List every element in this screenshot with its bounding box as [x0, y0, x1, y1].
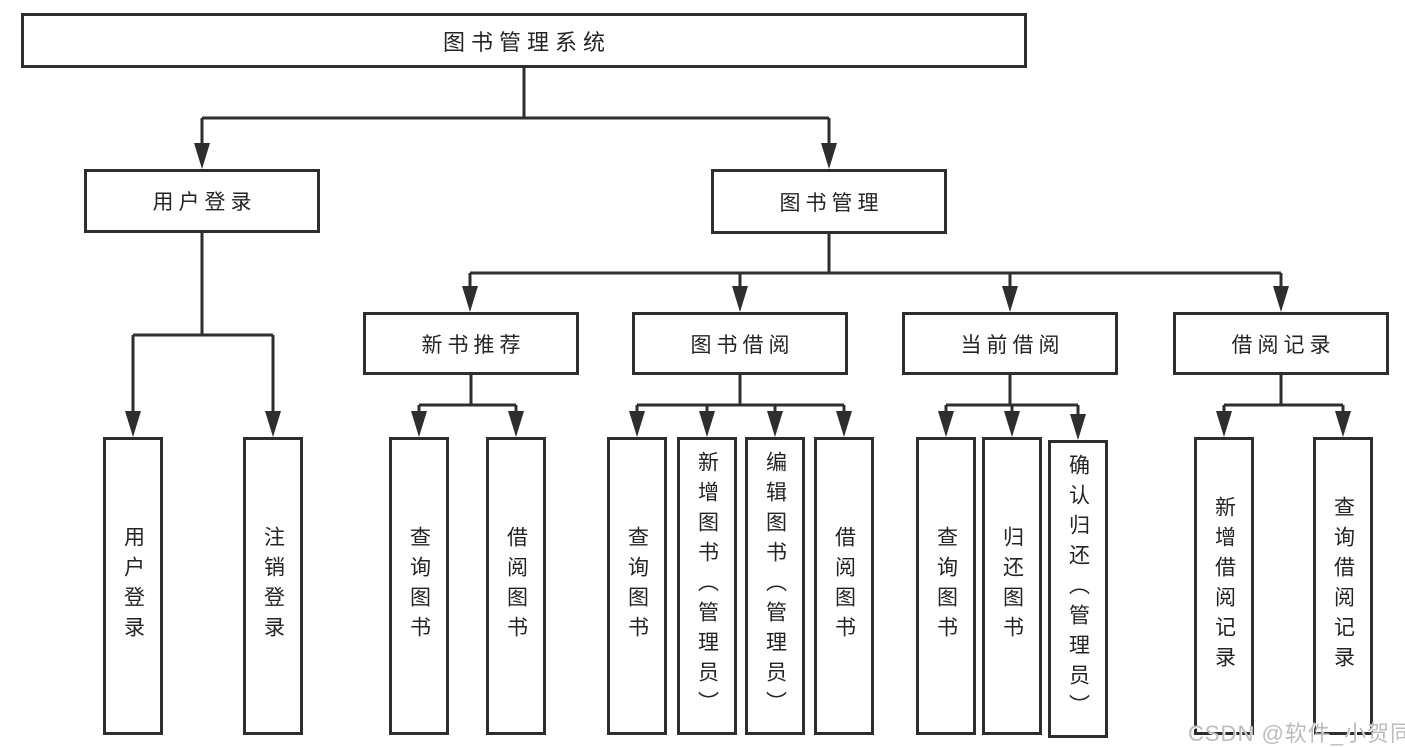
leaf-confirm-return-admin-label: 确认归还（管理员）	[1066, 454, 1090, 724]
leaf-query-books-newbooks: 查询图书	[389, 437, 449, 735]
node-user-login: 用户登录	[84, 169, 320, 233]
leaf-edit-book-admin: 编辑图书（管理员）	[745, 437, 805, 735]
leaf-borrow-books-borrow-label: 借阅图书	[832, 526, 856, 646]
leaf-borrow-books-borrow: 借阅图书	[814, 437, 874, 735]
node-borrow-records: 借阅记录	[1173, 312, 1389, 375]
leaf-query-books-current: 查询图书	[916, 437, 976, 735]
node-current-borrow-label: 当前借阅	[960, 333, 1065, 357]
node-book-management-label: 图书管理	[779, 191, 884, 215]
node-borrow-records-label: 借阅记录	[1231, 333, 1336, 357]
leaf-return-book-label: 归还图书	[1000, 526, 1024, 646]
leaf-add-book-admin: 新增图书（管理员）	[677, 437, 737, 735]
leaf-edit-book-admin-label: 编辑图书（管理员）	[763, 451, 787, 721]
leaf-borrow-books-newbooks-label: 借阅图书	[504, 526, 528, 646]
node-root-label: 图书管理系统	[442, 29, 611, 55]
leaf-add-borrow-record: 新增借阅记录	[1194, 437, 1254, 735]
node-user-login-label: 用户登录	[152, 191, 257, 214]
leaf-user-login: 用户登录	[103, 437, 163, 735]
leaf-return-book: 归还图书	[982, 437, 1042, 735]
leaf-add-book-admin-label: 新增图书（管理员）	[695, 451, 719, 721]
leaf-logout: 注销登录	[243, 437, 303, 735]
leaf-query-books-newbooks-label: 查询图书	[407, 526, 431, 646]
csdn-watermark: CSDN @软件_小贺同学	[1188, 721, 1405, 746]
leaf-logout-label: 注销登录	[261, 526, 285, 646]
leaf-query-borrow-record-label: 查询借阅记录	[1331, 496, 1355, 676]
node-current-borrow: 当前借阅	[902, 312, 1118, 375]
node-book-management: 图书管理	[711, 169, 947, 234]
leaf-add-borrow-record-label: 新增借阅记录	[1212, 496, 1236, 676]
node-new-books-label: 新书推荐	[421, 333, 526, 357]
node-root: 图书管理系统	[21, 13, 1027, 68]
leaf-query-books-borrow-label: 查询图书	[625, 526, 649, 646]
node-book-borrow-label: 图书借阅	[690, 333, 795, 357]
leaf-borrow-books-newbooks: 借阅图书	[486, 437, 546, 735]
node-new-books: 新书推荐	[363, 312, 579, 375]
leaf-query-books-borrow: 查询图书	[607, 437, 667, 735]
leaf-user-login-label: 用户登录	[121, 526, 145, 646]
node-book-borrow: 图书借阅	[632, 312, 848, 375]
leaf-query-borrow-record: 查询借阅记录	[1313, 437, 1373, 735]
leaf-query-books-current-label: 查询图书	[934, 526, 958, 646]
leaf-confirm-return-admin: 确认归还（管理员）	[1048, 440, 1108, 738]
